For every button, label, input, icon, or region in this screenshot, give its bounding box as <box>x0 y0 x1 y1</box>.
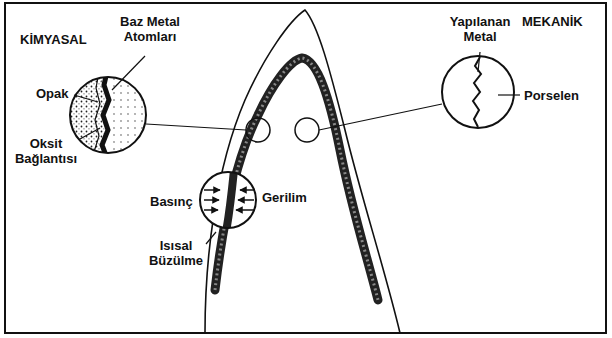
magnifier-circle <box>200 172 256 228</box>
detail-marker <box>295 118 319 142</box>
force-label: Gerilim <box>262 190 307 205</box>
frame <box>5 3 606 333</box>
mechanical-interface <box>473 57 481 127</box>
chemical-detail <box>60 70 156 160</box>
force-label: Basınç <box>150 194 193 209</box>
section-title: KİMYASAL <box>20 32 87 47</box>
stress-detail <box>198 170 258 232</box>
section-title: MEKANİK <box>522 14 583 29</box>
stress-arrows <box>204 190 254 210</box>
part-label: Baz Metal Atomları <box>110 14 190 44</box>
part-label: Porselen <box>524 88 579 103</box>
tooth-outline <box>205 10 400 333</box>
part-label: Oksit Bağlantısı <box>10 136 82 166</box>
part-label: Isısal Büzülme <box>146 238 206 268</box>
part-label: Opak <box>36 86 69 101</box>
leader-lines <box>74 52 520 244</box>
detail-marker <box>246 118 270 142</box>
magnifier-circle <box>70 77 146 153</box>
part-label: Yapılanan Metal <box>442 14 518 44</box>
